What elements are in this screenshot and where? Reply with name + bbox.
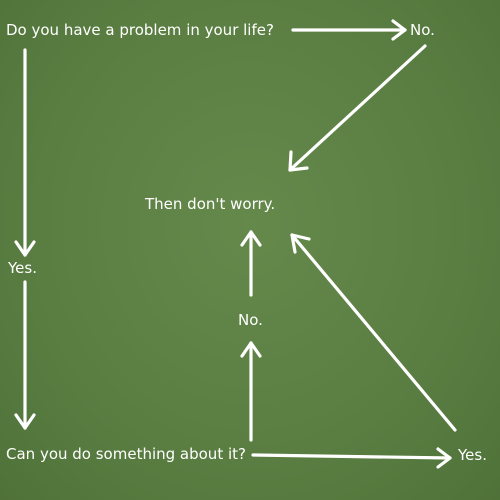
arrow-q1-to-yes: [14, 48, 36, 257]
arrow-q2-to-yes: [251, 447, 452, 469]
answer-no-middle: No.: [238, 311, 263, 329]
answer-no-top: No.: [410, 21, 435, 39]
answer-yes-left: Yes.: [8, 259, 37, 277]
arrow-q1-to-no: [291, 19, 407, 41]
answer-yes-bottom: Yes.: [458, 446, 487, 464]
arrow-no-to-center: [288, 44, 427, 172]
conclusion-dont-worry: Then don't worry.: [145, 195, 276, 213]
arrow-yes-to-center: [290, 233, 457, 432]
arrow-q2-to-no: [240, 341, 262, 442]
question-problem-in-life: Do you have a problem in your life?: [6, 21, 274, 39]
arrow-no-to-center-vertical: [240, 230, 262, 297]
arrow-yes-to-q2: [14, 280, 36, 430]
question-can-you-do-something: Can you do something about it?: [6, 445, 246, 463]
